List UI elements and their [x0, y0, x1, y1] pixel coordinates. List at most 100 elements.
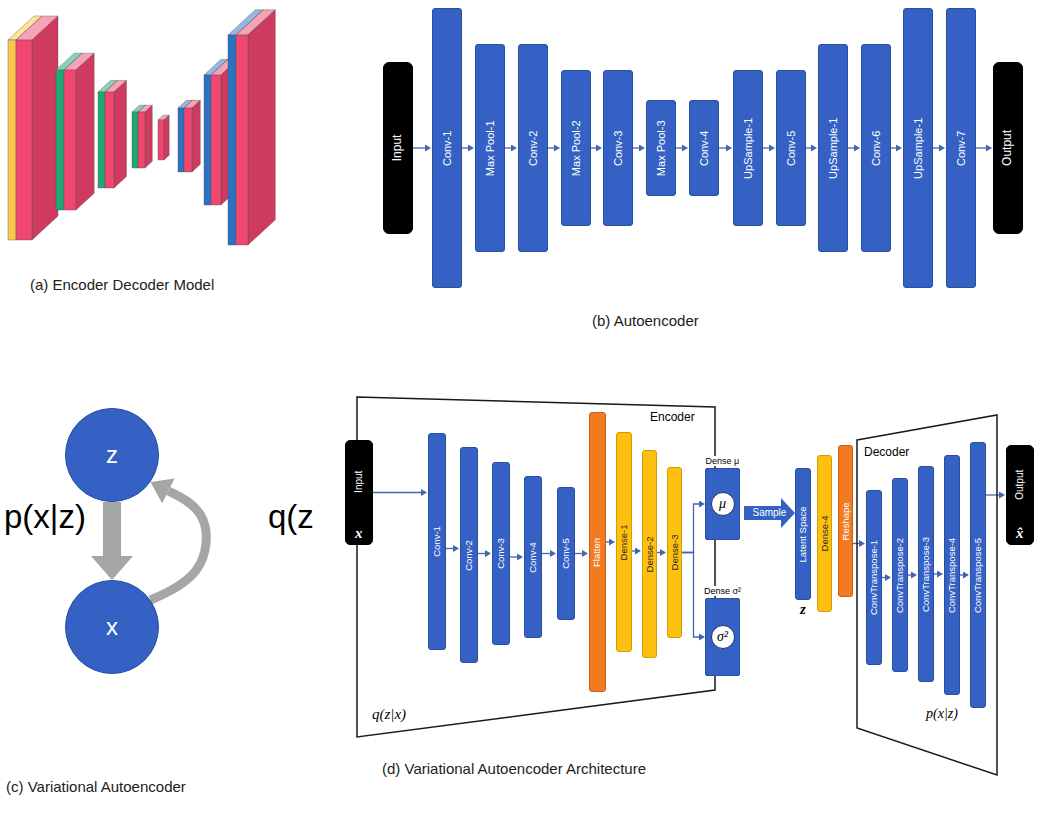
conv-transpose-layer: ConvTranspose-1 [866, 490, 882, 665]
arrow-connector [505, 147, 511, 148]
arrow-connector [633, 147, 639, 148]
trapezoid-border [357, 397, 715, 737]
conv-layer: Conv-1 [428, 433, 446, 650]
arrow-connector [960, 574, 963, 575]
conv-layer: Conv-4 [689, 100, 719, 196]
arrow-connector [548, 147, 554, 148]
arrow-connector [591, 147, 596, 148]
arrow-connector [976, 147, 986, 148]
slab-front [16, 40, 32, 240]
conv-layer: Conv-2 [460, 447, 478, 663]
layer-label: ConvTranspose-5 [973, 537, 984, 612]
distribution-label: p(x|z) [926, 706, 958, 722]
layer-slab [132, 105, 145, 168]
latent-variable-circle: z [65, 408, 159, 502]
variable-symbol: z [800, 601, 806, 618]
dense-layer: Dense-3 [667, 467, 682, 638]
arrow-connector [462, 147, 468, 148]
arrow-connector [719, 147, 726, 148]
slab-side [192, 100, 200, 172]
arrow-connector [632, 550, 635, 551]
region-title: Decoder [864, 446, 909, 460]
layer-label: Conv-1 [431, 526, 442, 557]
layer-label: Reshape [840, 502, 851, 540]
pool-layer: Max Pool-3 [646, 100, 676, 196]
output-block: Output [993, 62, 1023, 234]
slab-front [138, 112, 145, 168]
mean-layer: Dense μμ [705, 468, 740, 540]
slab-front [228, 35, 236, 245]
layer-slab [236, 10, 275, 245]
edge-label: p(x|z) [4, 498, 86, 536]
layer-label: Conv-4 [698, 130, 711, 165]
variable-symbol: x̂ [1016, 525, 1024, 542]
layer-label: Conv-5 [785, 130, 798, 165]
slab-front [204, 75, 211, 205]
arrow-connector [575, 553, 582, 554]
layer-label: Output [1001, 130, 1015, 166]
arrow-connector [510, 556, 517, 557]
conv-transpose-layer: ConvTranspose-5 [970, 442, 986, 708]
layer-heading: Dense σ² [702, 586, 743, 596]
trapezoid-border [857, 415, 997, 775]
figure-caption: (b) Autoencoder [592, 312, 699, 329]
layer-label: Conv-7 [955, 130, 968, 165]
upsample-layer: UpSample-1 [733, 70, 763, 226]
slab-front [105, 92, 114, 188]
slab-front [184, 108, 192, 172]
decoder-region: Decoder p(x|z) ConvTranspose-1 ConvTranspos… [855, 413, 1002, 778]
arrow-connector [657, 552, 660, 553]
arrow-connector [848, 147, 854, 148]
layer-slab [16, 16, 58, 240]
layer-label: Conv-4 [527, 542, 538, 573]
conv-layer: Conv-3 [603, 70, 633, 226]
layer-label: Max Pool-3 [655, 120, 668, 176]
arrow-connector [882, 577, 885, 578]
slab-side [114, 80, 126, 188]
input-block: Input [383, 62, 413, 234]
region-title: Encoder [650, 411, 695, 425]
layer-label: Conv-5 [560, 538, 571, 569]
upsample-layer: UpSample-1 [903, 8, 933, 288]
arrow-connector [682, 504, 699, 553]
conv-transpose-layer: ConvTranspose-2 [892, 478, 908, 672]
layer-slab [64, 53, 94, 210]
arrow-connector [373, 492, 421, 493]
conv-layer: Conv-5 [557, 487, 575, 620]
output-block: Output x̂ [1006, 445, 1034, 545]
layer-slab [178, 100, 192, 172]
latent-space-layer: Latent Spacez [795, 468, 811, 600]
arrow-connector [542, 553, 550, 554]
layer-label: Max Pool-2 [570, 120, 583, 176]
layer-label: Input [391, 135, 405, 162]
layer-slab [105, 80, 126, 188]
layer-slab [158, 115, 169, 160]
layer-label: Conv-2 [463, 540, 474, 571]
conv-layer: Conv-6 [861, 44, 891, 252]
slab-side [145, 105, 152, 168]
slab-front [132, 112, 138, 168]
slab-front [236, 35, 248, 245]
parameter-symbol: μ [711, 492, 735, 516]
arrow-connector [606, 541, 609, 542]
layer-label: Conv-6 [870, 130, 883, 165]
region-outline [355, 395, 742, 740]
layer-label: Output [1014, 469, 1026, 499]
reshape-layer: Reshape [838, 445, 853, 597]
layer-label: ConvTranspose-3 [921, 536, 932, 611]
layer-label: UpSample-1 [742, 117, 755, 178]
edge-label: Sample [753, 507, 787, 519]
layer-label: Conv-2 [527, 130, 540, 165]
distribution-label: q(z|x) [372, 706, 406, 723]
figure-caption: (d) Variational Autoencoder Architecture [382, 760, 646, 777]
arrow-connector [853, 543, 859, 544]
flatten-layer: Flatten [589, 412, 606, 692]
layer-label: ConvTranspose-4 [947, 537, 958, 612]
layer-label: Dense-3 [669, 535, 680, 571]
layer-label: Conv-1 [441, 130, 454, 165]
variable-symbol: z [106, 441, 118, 469]
input-block: Inputx [345, 440, 373, 545]
layer-label: Conv-3 [612, 130, 625, 165]
figure-caption: (a) Encoder Decoder Model [30, 276, 214, 293]
layer-label: Flatten [592, 537, 603, 566]
